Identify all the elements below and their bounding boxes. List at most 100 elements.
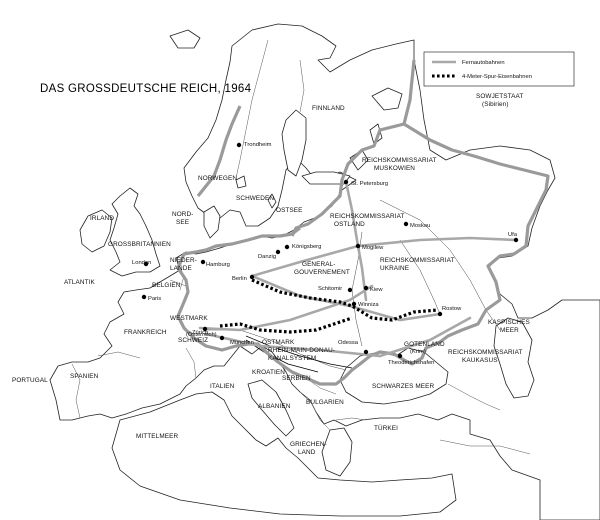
mediterranean-sea [111, 391, 457, 517]
label-sowjet-1: SOWJETSTAAT [476, 93, 523, 100]
city-dot-danzig [275, 249, 281, 255]
label-rk-moskowien-1: REICHSKOMMISSARIAT [362, 157, 436, 164]
label-serbien: SERBIEN [282, 375, 311, 382]
city-dot-moskau [403, 221, 409, 227]
label-spanien: SPANIEN [70, 373, 99, 380]
legend-rail-label: 4-Meter-Spur-Eisenbahnen [462, 74, 532, 80]
river-don [399, 239, 441, 315]
label-ufa: Ufa [508, 232, 518, 238]
label-sowjet-2: (Sibirien) [482, 101, 509, 108]
label-albanien: ALBANIEN [258, 403, 291, 410]
border-sweden-finland [299, 59, 305, 113]
label-tuerkei: TÜRKEI [374, 424, 398, 432]
gulf-of-bothnia [281, 109, 307, 177]
map-title: DAS GROSSDEUTSCHE REICH, 1964 [40, 83, 252, 95]
island-great-britain [109, 187, 161, 277]
label-rk-kaukasus-1: REICHSKOMMISSARIAT [448, 349, 522, 356]
island-north [169, 29, 201, 49]
label-belgien: BELGIEN [152, 282, 181, 289]
label-schwarzes-meer: SCHWARZES MEER [372, 383, 435, 390]
canal-line-1 [245, 335, 353, 369]
label-odessa: Odessa [338, 340, 359, 346]
border-turkey-south [439, 439, 531, 455]
label-rk-kaukasus-2: KAUKASUS [462, 357, 498, 364]
city-dot-winniza [351, 301, 357, 307]
sea-layer [111, 87, 535, 517]
city-dot-odessa [363, 349, 369, 355]
adriatic-sea [247, 379, 295, 437]
label-winniza: Winniza [358, 302, 379, 308]
label-kaspisches-1: KASPISCHES [488, 319, 530, 326]
label-kanal-2: KANALSYSTEM [268, 355, 316, 362]
label-london: London [132, 260, 151, 266]
border-spain-france [97, 351, 141, 359]
island-gotland [267, 193, 277, 209]
map-legend: Fernautobahnen 4-Meter-Spur-Eisenbahnen [423, 51, 575, 87]
label-hamburg: Hamburg [206, 262, 230, 268]
label-kanal-1: RHEIN-MAIN-DONAU- [268, 347, 335, 354]
label-grossbritannien: GROSSBRITANNIEN [108, 241, 171, 248]
city-dot-kiew [363, 285, 369, 291]
label-theoderichshafen: Theoderichshafen [388, 360, 434, 366]
label-italien: ITALIEN [210, 383, 235, 390]
label-rostow: Rostow [442, 306, 462, 312]
border-portugal-spain [71, 363, 81, 419]
label-griechenland-1: GRIECHEN- [290, 441, 327, 448]
label-westmark: WESTMARK [170, 315, 208, 322]
border-france-italy [185, 347, 197, 379]
railway-network [219, 278, 439, 334]
legend-autobahn-label: Fernautobahnen [462, 60, 505, 66]
river-volga [379, 199, 501, 331]
caspian-sea [493, 317, 535, 399]
legend-box [423, 51, 575, 87]
label-st-petersburg: St. Petersburg [351, 181, 388, 187]
label-rk-ukraine-1: REICHSKOMMISSARIAT [380, 257, 454, 264]
label-kaspisches-2: MEER [500, 327, 519, 334]
label-niederlande-2: LANDE [170, 265, 192, 272]
label-nordsee-2: SEE [176, 219, 189, 226]
island-ireland [79, 209, 113, 253]
region-labels: FINNLAND SOWJETSTAAT (Sibirien) REICHSKO… [12, 93, 530, 456]
city-labels: Trondheim St. Petersburg Moskau Königsbe… [132, 142, 518, 366]
label-frankreich: FRANKREICH [124, 329, 167, 336]
label-moskau: Moskau [410, 223, 430, 229]
label-schweiz: SCHWEIZ [178, 337, 208, 344]
border-lowcountries [169, 279, 187, 287]
label-rk-ostland-2: OSTLAND [334, 221, 365, 228]
label-koenigsberg: Königsberg [292, 244, 321, 250]
label-mogilew: Mogilew [362, 245, 384, 251]
rail-berlin-rostow [251, 278, 439, 322]
label-kiew: Kiew [370, 287, 383, 293]
label-irland: IRLAND [90, 215, 114, 222]
label-finnland: FINNLAND [312, 105, 345, 112]
label-niederlande-1: NIEDER- [170, 257, 197, 264]
border-turkey-east [447, 383, 501, 411]
autobahn-westmark-kiew [198, 284, 374, 332]
gulf-of-finland [301, 171, 351, 185]
label-trondheim: Trondheim [244, 142, 272, 148]
label-danzig: Danzig [258, 254, 276, 260]
label-muenchen: München [230, 340, 254, 346]
label-schweden: SCHWEDEN [236, 195, 274, 202]
label-kroatien: KROATIEN [252, 369, 285, 376]
label-gg-2: GOUVERNEMENT [294, 269, 350, 276]
city-dots [141, 142, 519, 359]
reich-border [176, 59, 550, 386]
city-dot-trondheim [236, 142, 242, 148]
city-dot-paris [141, 294, 147, 300]
label-rk-moskowien-2: MUSKOWIEN [374, 165, 415, 172]
label-ostmark-1: OSTMARK [262, 339, 295, 346]
label-paris: Paris [148, 296, 161, 302]
label-rk-ostland-1: REICHSKOMMISSARIAT [330, 213, 404, 220]
label-portugal: PORTUGAL [12, 377, 48, 384]
city-dot-theoderichshafen [397, 353, 403, 359]
border-norway-sweden [235, 39, 269, 179]
label-ostmark-2: (Österreich) [186, 331, 217, 338]
autobahn-berlin-ufa [250, 236, 518, 278]
city-dot-muenchen [219, 335, 225, 341]
label-gg-1: GENERAL- [302, 261, 335, 268]
label-rk-ukraine-2: UKRAINE [380, 265, 409, 272]
aegean-sea [321, 427, 353, 477]
label-norwegen: NORWEGEN [198, 175, 237, 182]
